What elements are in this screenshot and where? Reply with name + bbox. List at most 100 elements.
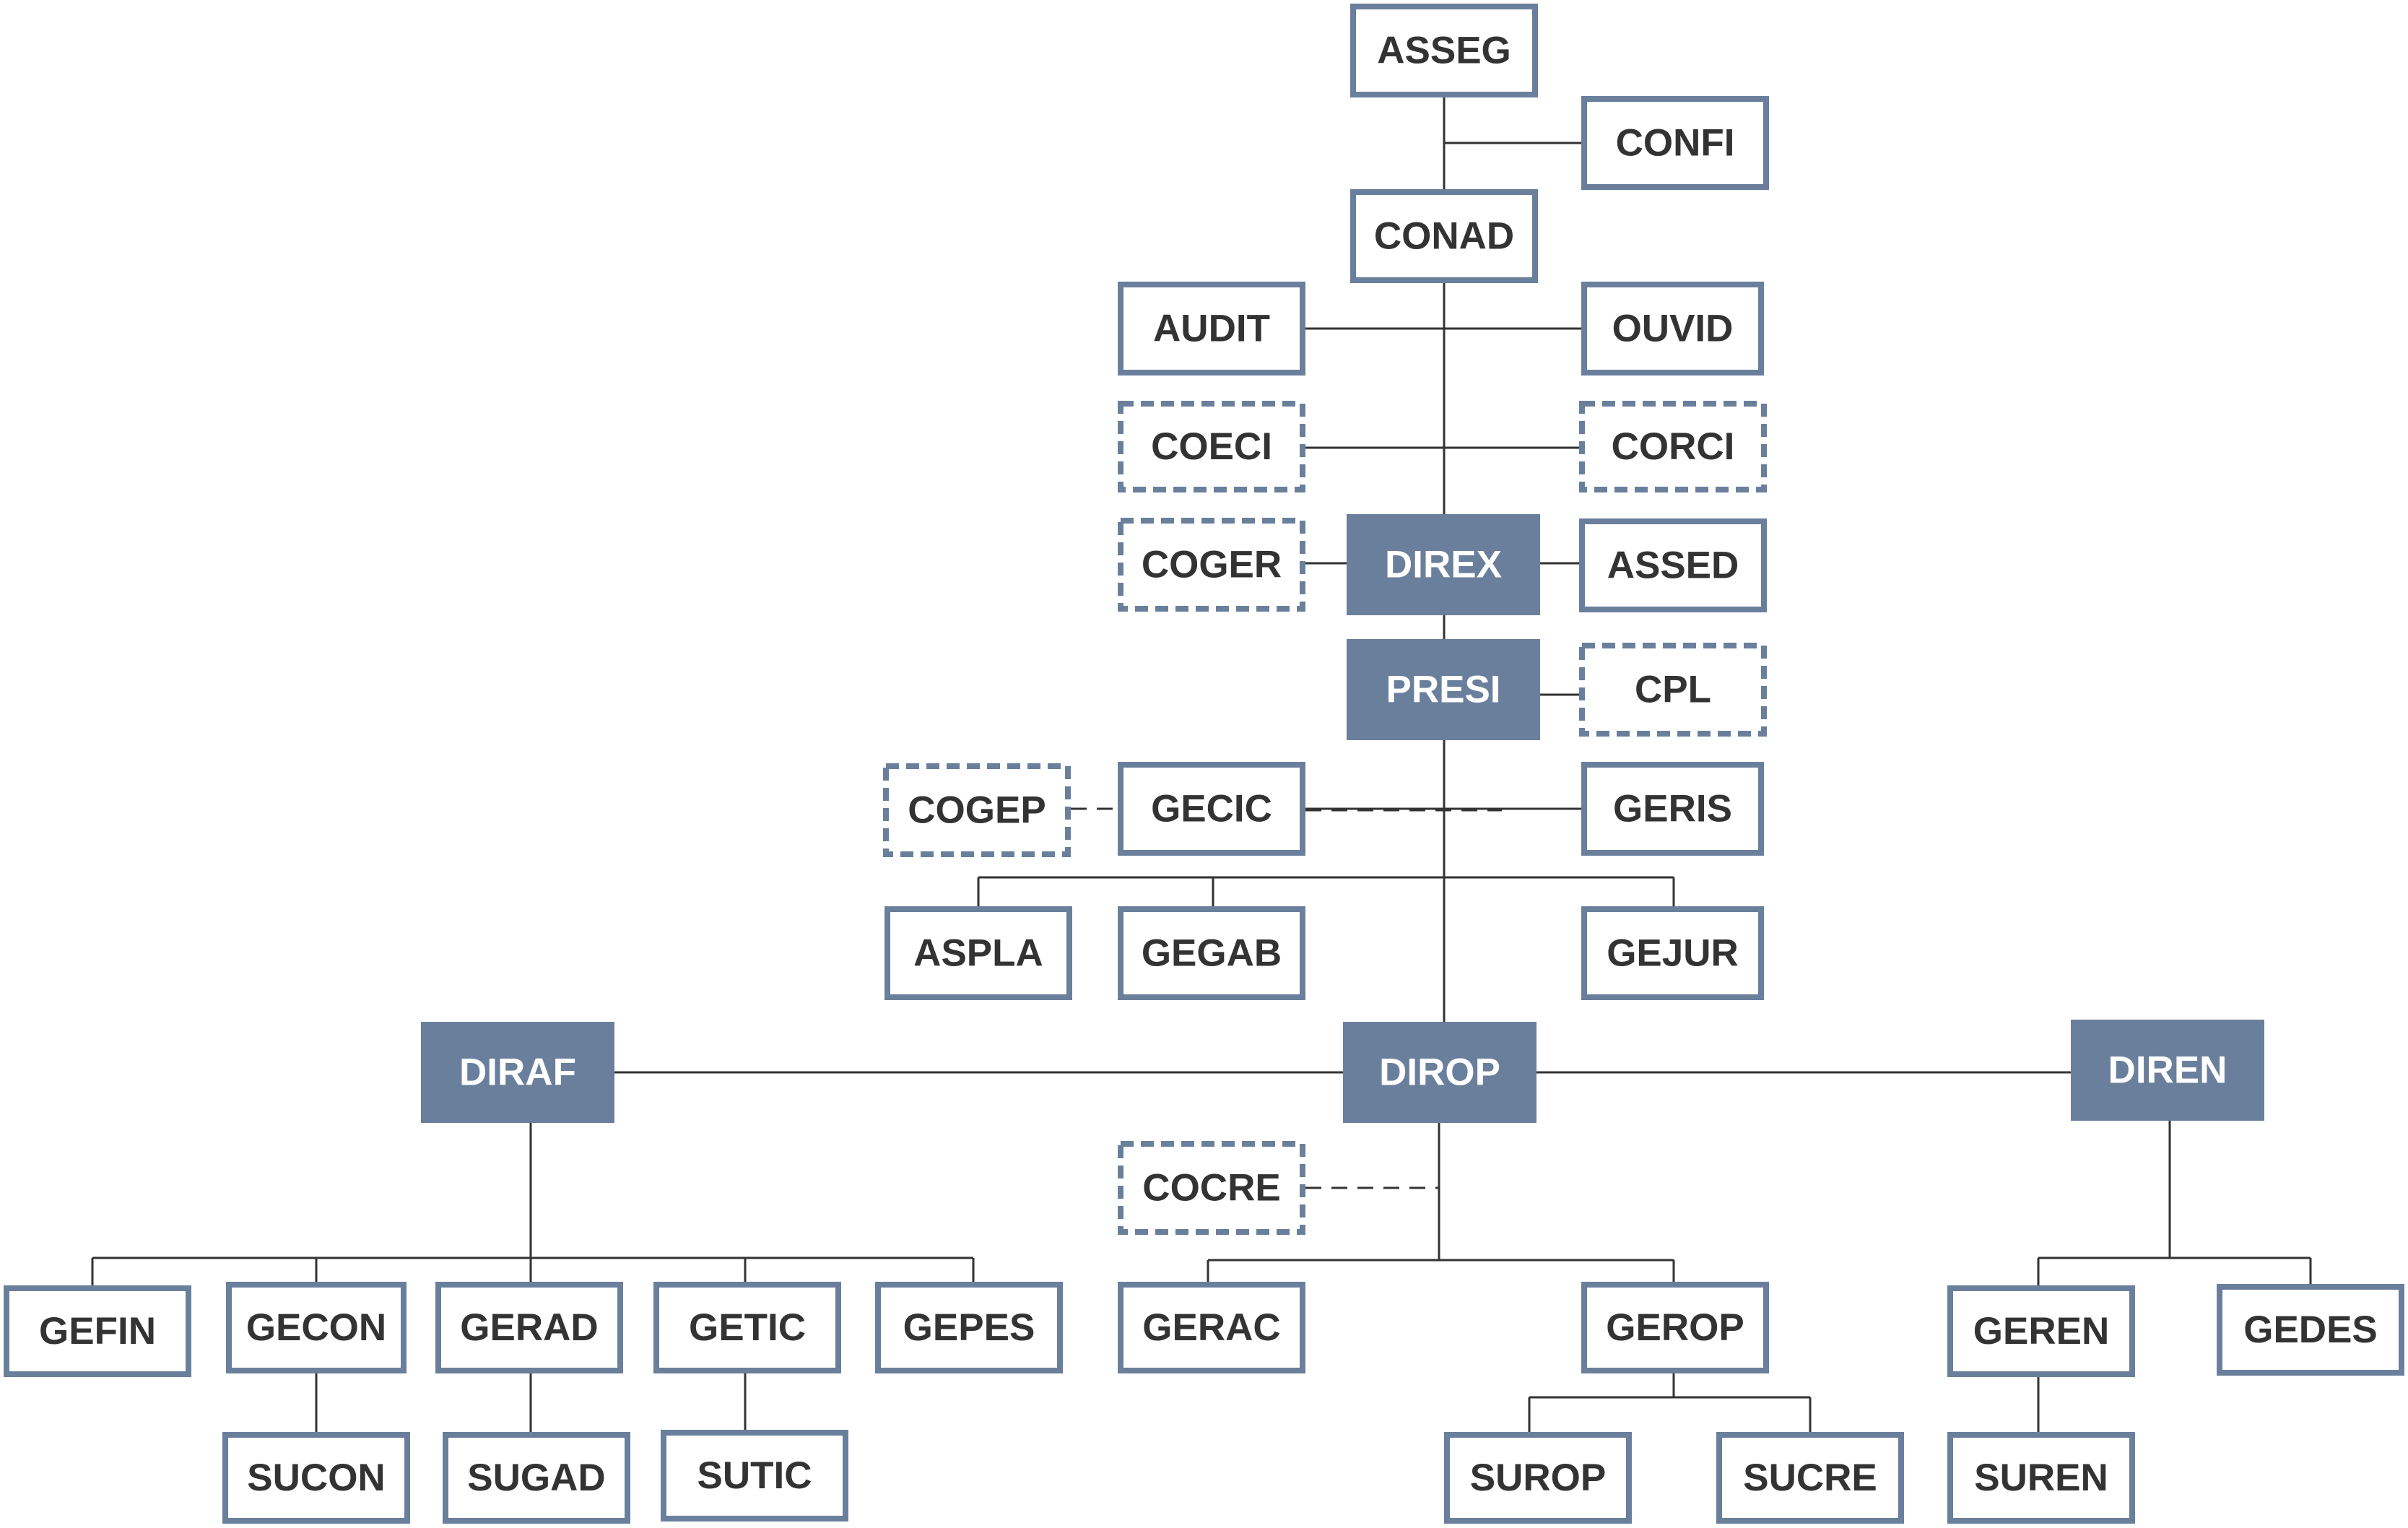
unit-gegab: GEGAB bbox=[1118, 906, 1305, 1000]
unit-box bbox=[1581, 1282, 1769, 1373]
unit-confi: CONFI bbox=[1581, 96, 1769, 190]
unit-box bbox=[1579, 643, 1767, 737]
unit-label-direx: DIREX bbox=[1385, 544, 1502, 586]
unit-box bbox=[2071, 1020, 2264, 1121]
unit-aspla: ASPLA bbox=[884, 906, 1072, 1000]
unit-label-sugad: SUGAD bbox=[467, 1457, 605, 1499]
unit-sutic: SUTIC bbox=[661, 1430, 848, 1522]
unit-box bbox=[1581, 96, 1769, 190]
unit-label-audit: AUDIT bbox=[1153, 308, 1270, 350]
unit-direx: DIREX bbox=[1347, 514, 1540, 615]
unit-label-diren: DIREN bbox=[2108, 1049, 2227, 1092]
unit-label-gerad: GERAD bbox=[460, 1306, 598, 1349]
unit-label-sucre: SUCRE bbox=[1743, 1457, 1877, 1499]
unit-box bbox=[1118, 906, 1305, 1000]
unit-label-geren: GEREN bbox=[1973, 1310, 2109, 1353]
unit-label-assed: ASSED bbox=[1607, 544, 1739, 587]
unit-box bbox=[1579, 401, 1767, 492]
unit-label-ouvid: OUVID bbox=[1612, 308, 1734, 350]
unit-box bbox=[1947, 1285, 2135, 1377]
unit-gejur: GEJUR bbox=[1581, 906, 1764, 1000]
unit-box bbox=[1350, 189, 1538, 283]
unit-gerac: GERAC bbox=[1118, 1282, 1305, 1373]
unit-label-dirop: DIROP bbox=[1379, 1051, 1500, 1094]
unit-label-cpl: CPL bbox=[1635, 669, 1711, 711]
unit-geren: GEREN bbox=[1947, 1285, 2135, 1377]
unit-dirop: DIROP bbox=[1343, 1022, 1536, 1123]
unit-box bbox=[1716, 1432, 1904, 1524]
unit-box bbox=[2217, 1284, 2404, 1376]
unit-assed: ASSED bbox=[1579, 518, 1767, 612]
unit-label-geris: GERIS bbox=[1613, 788, 1732, 830]
connector-lines bbox=[91, 97, 2312, 1432]
unit-label-presi: PRESI bbox=[1386, 669, 1500, 711]
unit-gedes: GEDES bbox=[2217, 1284, 2404, 1376]
unit-label-sutic: SUTIC bbox=[697, 1454, 812, 1497]
unit-box bbox=[1118, 282, 1305, 376]
unit-box bbox=[875, 1282, 1063, 1373]
unit-box bbox=[1581, 282, 1764, 376]
unit-box bbox=[1118, 1141, 1305, 1235]
unit-gepes: GEPES bbox=[875, 1282, 1063, 1373]
unit-box bbox=[1118, 762, 1305, 856]
unit-box bbox=[1444, 1432, 1632, 1524]
unit-label-confi: CONFI bbox=[1616, 122, 1735, 165]
unit-diraf: DIRAF bbox=[421, 1022, 614, 1123]
unit-box bbox=[1581, 906, 1764, 1000]
unit-box bbox=[443, 1432, 630, 1524]
unit-sugad: SUGAD bbox=[443, 1432, 630, 1524]
unit-label-aspla: ASPLA bbox=[913, 932, 1043, 975]
unit-label-gegab: GEGAB bbox=[1142, 932, 1282, 975]
unit-label-sucon: SUCON bbox=[247, 1457, 385, 1499]
unit-sucre: SUCRE bbox=[1716, 1432, 1904, 1524]
unit-box bbox=[1350, 4, 1538, 97]
unit-box bbox=[435, 1282, 623, 1373]
unit-asseg: ASSEG bbox=[1350, 4, 1538, 97]
unit-label-corci: CORCI bbox=[1612, 425, 1735, 468]
unit-label-surop: SUROP bbox=[1470, 1457, 1606, 1499]
unit-box bbox=[883, 763, 1071, 857]
unit-audit: AUDIT bbox=[1118, 282, 1305, 376]
unit-label-gerac: GERAC bbox=[1142, 1306, 1280, 1349]
unit-box bbox=[1118, 518, 1305, 612]
unit-conad: CONAD bbox=[1350, 189, 1538, 283]
unit-label-gepes: GEPES bbox=[903, 1306, 1035, 1349]
unit-surop: SUROP bbox=[1444, 1432, 1632, 1524]
unit-label-diraf: DIRAF bbox=[459, 1051, 576, 1094]
unit-label-getic: GETIC bbox=[689, 1306, 806, 1349]
unit-box bbox=[4, 1285, 191, 1377]
unit-presi: PRESI bbox=[1347, 639, 1540, 740]
unit-sucon: SUCON bbox=[222, 1432, 410, 1524]
unit-box bbox=[1118, 401, 1305, 492]
unit-getic: GETIC bbox=[653, 1282, 841, 1373]
unit-label-gedes: GEDES bbox=[2243, 1308, 2378, 1351]
unit-box bbox=[1947, 1432, 2135, 1524]
unit-label-gecon: GECON bbox=[246, 1306, 386, 1349]
unit-cogep: COGEP bbox=[883, 763, 1071, 857]
unit-corci: CORCI bbox=[1579, 401, 1767, 492]
unit-label-coger: COGER bbox=[1142, 544, 1282, 586]
unit-label-coeci: COECI bbox=[1151, 425, 1272, 468]
unit-box bbox=[1343, 1022, 1536, 1123]
unit-label-gejur: GEJUR bbox=[1607, 932, 1739, 975]
unit-label-cocre: COCRE bbox=[1142, 1167, 1280, 1210]
unit-gerad: GERAD bbox=[435, 1282, 623, 1373]
unit-label-conad: CONAD bbox=[1374, 215, 1514, 258]
unit-box bbox=[222, 1432, 410, 1524]
unit-suren: SUREN bbox=[1947, 1432, 2135, 1524]
unit-box bbox=[653, 1282, 841, 1373]
unit-box bbox=[884, 906, 1072, 1000]
unit-box bbox=[226, 1282, 407, 1373]
unit-box bbox=[1581, 762, 1764, 856]
unit-label-gecic: GECIC bbox=[1151, 788, 1272, 830]
unit-ouvid: OUVID bbox=[1581, 282, 1764, 376]
unit-coger: COGER bbox=[1118, 518, 1305, 612]
unit-box bbox=[1347, 639, 1540, 740]
unit-geris: GERIS bbox=[1581, 762, 1764, 856]
unit-gecon: GECON bbox=[226, 1282, 407, 1373]
unit-box bbox=[1347, 514, 1540, 615]
unit-box bbox=[421, 1022, 614, 1123]
unit-box bbox=[661, 1430, 848, 1522]
unit-label-gefin: GEFIN bbox=[39, 1310, 156, 1353]
